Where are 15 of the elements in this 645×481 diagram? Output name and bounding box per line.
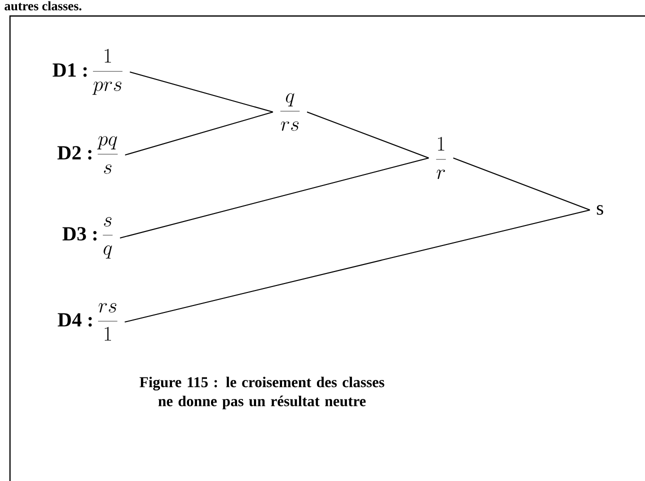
connector-line	[124, 210, 590, 322]
fraction-label: D1 : $\frac{1}{prs}$	[52, 48, 122, 95]
connector-line	[124, 112, 274, 156]
fraction-label: D4 : $\frac{rs}{1}$	[58, 303, 118, 341]
fraction-label: D3 : $\frac{s}{q}$	[62, 217, 113, 259]
figure-caption: Figure 115 : le croisement des classes ne donne pas un résultat neutre	[140, 376, 384, 410]
connector-line	[452, 158, 590, 210]
text-fragment: autres classes.	[4, 1, 82, 10]
connector-line	[120, 158, 430, 238]
result-label: s	[596, 205, 604, 215]
connector-line	[306, 112, 430, 158]
fraction-label: D2 : $\frac{pq}{s}$	[57, 136, 118, 174]
connector-line	[129, 72, 274, 112]
fraction: $\frac{1}{r}$	[436, 136, 446, 179]
fraction: $\frac{q}{rs}$	[280, 93, 300, 131]
